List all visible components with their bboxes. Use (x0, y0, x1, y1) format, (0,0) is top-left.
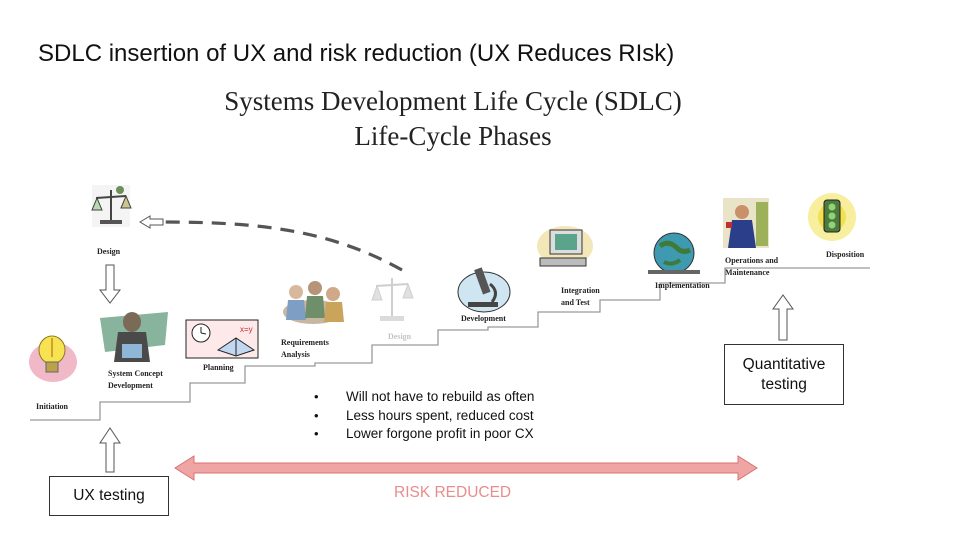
businessman-icon (723, 198, 769, 248)
phase-label-implementation: Implementation (655, 281, 710, 290)
risk-reduced-arrow (174, 455, 758, 481)
phase-label-design-faded: Design (388, 332, 412, 341)
slide-title: SDLC insertion of UX and risk reduction … (38, 40, 675, 67)
diagram-title-line2: Life-Cycle Phases (354, 121, 552, 151)
phase-label-disposition: Disposition (826, 250, 865, 259)
design-down-arrow (98, 264, 122, 304)
faded-scales-icon (371, 278, 414, 321)
phase-label-integration: Integration and Test (561, 286, 600, 308)
microscope-icon (457, 267, 511, 313)
quantitative-testing-box: Quantitative testing (724, 344, 844, 405)
benefit-item: Less hours spent, reduced cost (312, 407, 534, 426)
phase-label-planning: Planning (203, 363, 234, 372)
phase-label-system-concept: System Concept Development (108, 369, 163, 391)
person-icon (100, 312, 168, 362)
globe-icon (648, 232, 700, 274)
benefits-list: Will not have to rebuild as often Less h… (312, 388, 534, 444)
clock-book-icon: x=y (185, 319, 259, 359)
computer-icon (537, 226, 593, 267)
phase-label-design-top: Design (97, 247, 121, 256)
phase-label-initiation: Initiation (36, 402, 69, 411)
phase-label-requirements: Requirements Analysis (281, 338, 329, 360)
benefit-item: Will not have to rebuild as often (312, 388, 534, 407)
risk-reduced-label: RISK REDUCED (394, 484, 512, 501)
benefit-item: Lower forgone profit in poor CX (312, 425, 534, 444)
phase-label-operations: Operations and Maintenance (725, 256, 779, 278)
traffic-light-icon (808, 193, 856, 241)
phase-label-development: Development (461, 314, 506, 323)
design-feedback-arrow (161, 220, 403, 272)
lightbulb-icon (29, 335, 77, 382)
staircase-line (30, 267, 870, 421)
quantitative-up-arrow (772, 294, 794, 341)
diagram-title-line1: Systems Development Life Cycle (SDLC) (224, 86, 682, 116)
svg-text:x=y: x=y (240, 325, 253, 334)
team-meeting-icon (283, 281, 344, 324)
ux-testing-box: UX testing (49, 476, 169, 516)
ux-testing-up-arrow (99, 427, 121, 473)
feedback-arrowhead (139, 215, 164, 229)
scales-icon (91, 185, 132, 227)
